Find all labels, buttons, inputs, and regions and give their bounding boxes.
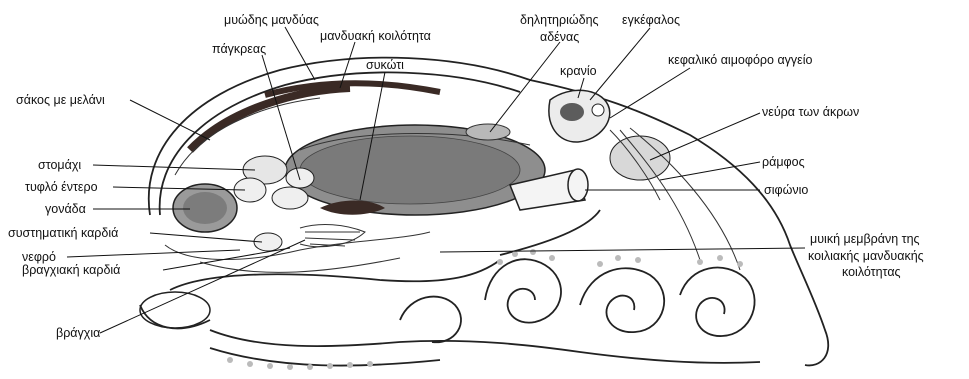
label-caecum: τυφλό έντερο <box>25 180 98 194</box>
label-brain: εγκέφαλος <box>622 13 680 27</box>
label-beak: ράμφος <box>762 155 805 169</box>
hearts-and-gill <box>254 225 365 251</box>
label-cranium: κρανίο <box>560 64 597 78</box>
label-membrane-1: μυική μεμβράνη της <box>810 232 920 246</box>
mantle-outline <box>149 58 828 366</box>
label-systemic-heart: συστηματική καρδιά <box>8 226 118 240</box>
label-gill: βράγχια <box>56 326 100 340</box>
label-liver: συκώτι <box>366 58 404 72</box>
label-membrane-3: κοιλότητας <box>842 265 901 279</box>
gonad <box>173 184 237 232</box>
label-gonad: γονάδα <box>45 202 86 216</box>
poison-gland <box>466 124 510 140</box>
arms <box>140 249 760 370</box>
label-cephalic-vessel: κεφαλικό αιμοφόρο αγγείο <box>668 53 813 67</box>
liver <box>285 125 545 215</box>
label-poison-gland-1: δηλητηριώδης <box>520 13 599 27</box>
label-poison-gland-2: αδένας <box>540 30 579 44</box>
label-stomach: στομάχι <box>38 158 81 172</box>
label-muscular-mantle: μυώδης μανδύας <box>224 13 319 27</box>
label-kidney: νεφρό <box>22 250 56 264</box>
label-pancreas: πάγκρεας <box>212 42 266 56</box>
label-arm-nerves: νεύρα των άκρων <box>762 105 859 119</box>
label-membrane-2: κοιλιακής μανδυακής <box>808 249 924 263</box>
label-mantle-cavity: μανδυακή κοιλότητα <box>320 29 431 43</box>
label-ink-sac: σάκος με μελάνι <box>16 93 105 107</box>
label-siphon: σιφώνιο <box>764 183 808 197</box>
sucker-dots <box>227 249 743 370</box>
label-branchial-heart: βραγχιακή καρδιά <box>22 263 120 277</box>
